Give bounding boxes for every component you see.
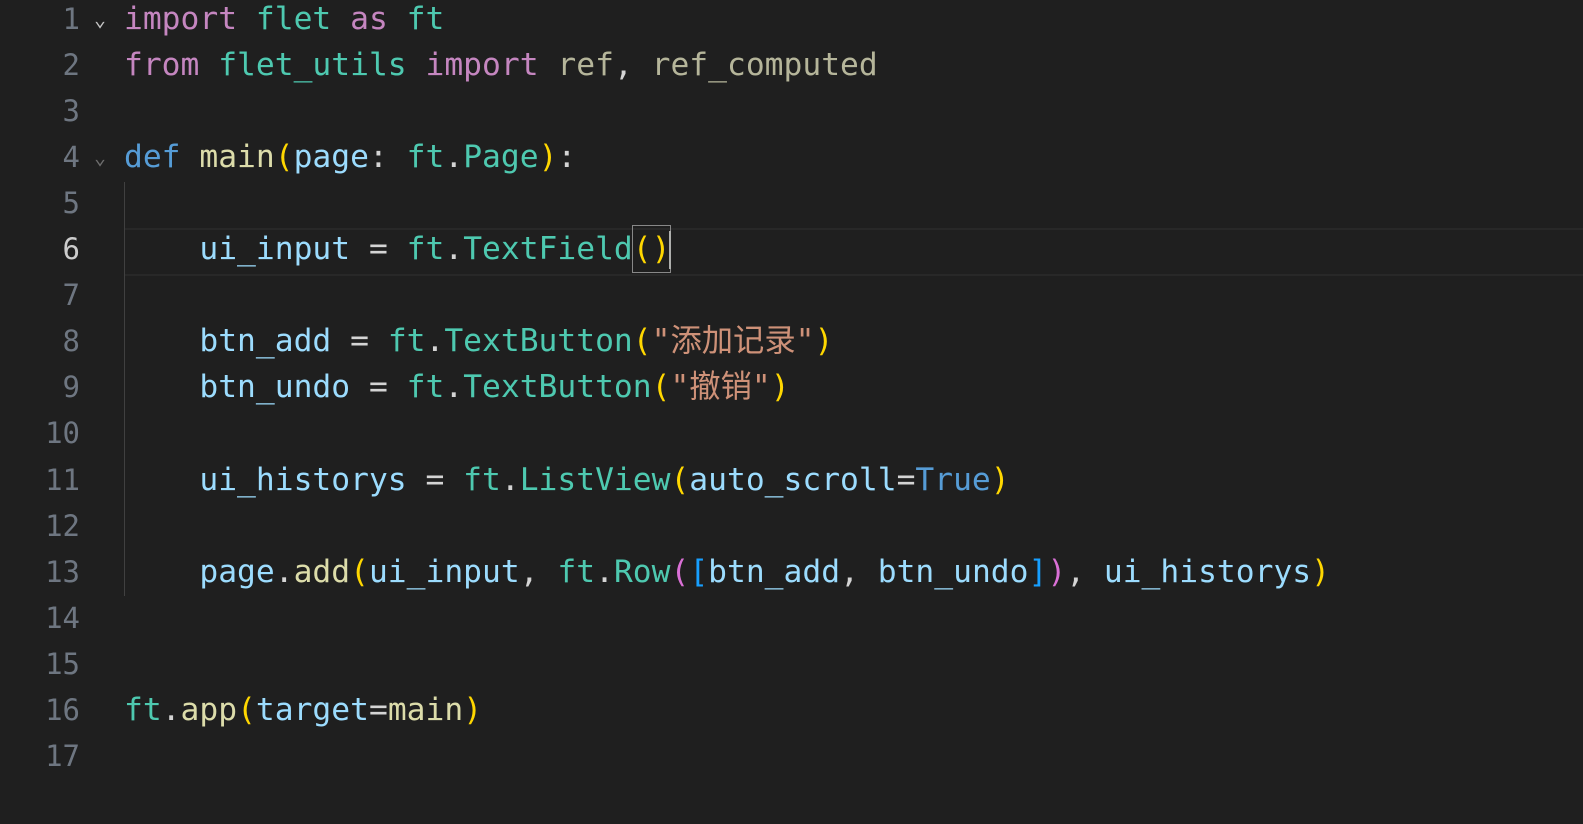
line-number: 7 — [62, 278, 80, 312]
code-line-16[interactable]: 16 ft.app(target=main) — [0, 687, 1583, 733]
class-name: TextButton — [463, 369, 652, 405]
line-number: 8 — [62, 324, 80, 358]
code-line-10[interactable]: 10 — [0, 410, 1583, 456]
line-number: 17 — [45, 739, 80, 773]
code-line-9[interactable]: 9 btn_undo = ft.TextButton("撤销") — [0, 364, 1583, 410]
line-number: 5 — [62, 186, 80, 220]
line-number: 14 — [45, 601, 80, 635]
code-line-7[interactable]: 7 — [0, 272, 1583, 318]
line-number: 1 — [62, 2, 80, 36]
line-number-active: 6 — [62, 232, 80, 266]
chevron-down-icon[interactable]: ⌄ — [94, 145, 107, 169]
variable: btn_undo — [199, 369, 351, 405]
parameter: page — [293, 139, 369, 175]
code-line-3[interactable]: 3 — [0, 88, 1583, 134]
class-name: ListView — [519, 462, 671, 498]
imported-name: ref — [557, 47, 614, 83]
class-name: TextButton — [444, 323, 633, 359]
keyword: from — [124, 47, 200, 83]
code-line-11[interactable]: 11 ui_historys = ft.ListView(auto_scroll… — [0, 457, 1583, 503]
constant: True — [915, 462, 991, 498]
module-name: flet_utils — [218, 47, 407, 83]
code-line-17[interactable]: 17 — [0, 733, 1583, 779]
keyword: import — [425, 47, 539, 83]
current-line-highlight — [124, 228, 1583, 276]
line-number: 11 — [45, 463, 80, 497]
line-number: 4 — [62, 140, 80, 174]
class-name: Row — [613, 554, 671, 590]
line-number: 2 — [62, 48, 80, 82]
code-line-8[interactable]: 8 btn_add = ft.TextButton("添加记录") — [0, 318, 1583, 364]
line-number: 16 — [45, 693, 80, 727]
code-line-4[interactable]: 4 ⌄ def main(page: ft.Page): — [0, 134, 1583, 180]
type-name: Page — [463, 139, 539, 175]
keyword: def — [124, 139, 181, 175]
code-line-15[interactable]: 15 — [0, 641, 1583, 687]
module-name: flet — [255, 1, 332, 37]
class-name: TextField — [463, 231, 633, 267]
string-literal: "撤销" — [670, 369, 771, 405]
line-number: 15 — [45, 647, 80, 681]
variable: ui_input — [199, 231, 351, 267]
string-literal: "添加记录" — [651, 323, 815, 359]
indent-guide — [124, 182, 125, 596]
variable: ui_historys — [199, 462, 407, 498]
text-cursor — [669, 231, 672, 269]
line-number: 3 — [62, 94, 80, 128]
keyword-argument: target — [255, 692, 369, 728]
code-line-14[interactable]: 14 — [0, 595, 1583, 641]
alias: ft — [406, 1, 445, 37]
function-name: app — [180, 692, 238, 728]
imported-name: ref_computed — [651, 47, 878, 83]
function-name: main — [199, 139, 275, 175]
variable: btn_add — [199, 323, 332, 359]
code-line-6[interactable]: 6 ui_input = ft.TextField() — [0, 225, 1583, 273]
bracket-match: ( — [632, 231, 652, 267]
code-line-2[interactable]: 2 from flet_utils import ref, ref_comput… — [0, 42, 1583, 88]
keyword-argument: auto_scroll — [689, 462, 897, 498]
chevron-down-icon[interactable]: ⌄ — [94, 7, 107, 31]
code-line-5[interactable]: 5 — [0, 180, 1583, 226]
code-line-12[interactable]: 12 — [0, 503, 1583, 549]
variable: page — [199, 554, 275, 590]
code-line-1[interactable]: 1 ⌄ import flet as ft — [0, 0, 1583, 42]
keyword: as — [350, 1, 388, 37]
method-name: add — [293, 554, 351, 590]
line-number: 9 — [62, 370, 80, 404]
code-line-13[interactable]: 13 page.add(ui_input, ft.Row([btn_add, b… — [0, 549, 1583, 595]
keyword: import — [124, 1, 238, 37]
line-number: 12 — [45, 509, 80, 543]
line-number: 13 — [45, 555, 80, 589]
line-number: 10 — [45, 416, 80, 450]
